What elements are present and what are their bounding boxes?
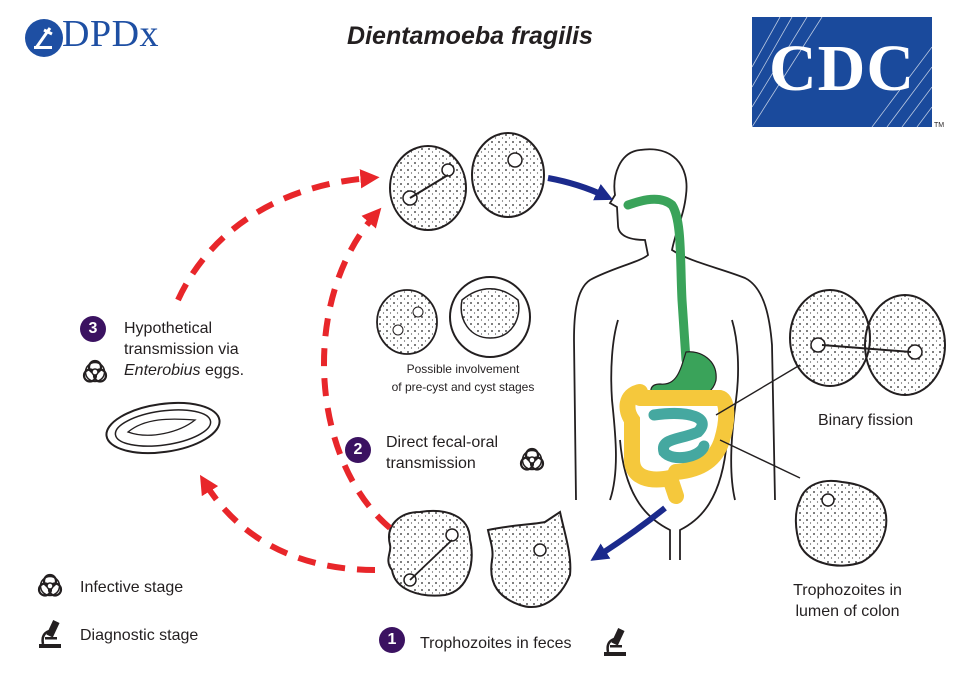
step-3-line1: Hypothetical: [124, 320, 213, 337]
arrow-to-enterobius: [199, 474, 376, 573]
label-trophozoites-lumen-line1: Trophozoites in: [793, 582, 902, 599]
pointer-line-binary: [715, 364, 801, 416]
pointer-line-lumen: [719, 439, 801, 479]
step-2-badge: 2: [345, 437, 371, 463]
cdc-stripes: [752, 17, 932, 127]
legend-infective-stage: Infective stage: [80, 579, 184, 596]
step-3-line3: Enterobius eggs.: [124, 360, 244, 381]
large-intestine: [619, 384, 684, 504]
cyst-top-right: [471, 132, 545, 218]
step-3-line2: transmission via: [124, 341, 239, 358]
cyst-top-left: [389, 145, 467, 231]
dpdx-logo-icon: [25, 19, 63, 57]
label-trophozoites-lumen-line2: lumen of colon: [795, 603, 900, 620]
enterobius-term: Enterobius: [124, 362, 201, 379]
label-possible-involvement: Possible involvement of pre-cyst and cys…: [378, 360, 548, 396]
arrow-passed-in-feces: [590, 505, 667, 561]
label-binary-fission: Binary fission: [818, 412, 914, 429]
legend-diagnostic-stage: Diagnostic stage: [80, 627, 199, 644]
step-3-badge: 3: [80, 316, 106, 342]
enterobius-egg: [105, 401, 221, 455]
binary-fission-organism: [789, 289, 946, 396]
diagram-title: Dientamoeba fragilis: [347, 22, 593, 50]
step-2-line1: Direct fecal-oral: [386, 434, 499, 451]
cdc-logo: CDC: [752, 17, 932, 127]
step-2-line2: transmission: [386, 455, 476, 472]
trophozoite-lumen-organism: [794, 480, 888, 567]
microscope-icon: [602, 626, 628, 658]
step-1-badge: 1: [379, 627, 405, 653]
esophagus: [623, 194, 691, 365]
step-2-label: Direct fecal-oral transmission: [386, 432, 498, 474]
small-intestine: [648, 408, 710, 464]
human-body-outline: [573, 148, 776, 560]
biohazard-icon: [82, 359, 108, 383]
arrow-ingestion: [547, 175, 614, 201]
cdc-logo-text: CDC: [769, 32, 915, 105]
cdc-trademark: TM: [934, 122, 945, 129]
step-3-line3-rest: eggs.: [200, 362, 245, 379]
biohazard-icon: [37, 573, 63, 597]
label-trophozoites-lumen: Trophozoites in lumen of colon: [780, 580, 915, 622]
cyst-middle-right: [449, 276, 531, 358]
biohazard-icon: [519, 447, 545, 471]
step-1-label: Trophozoites in feces: [420, 635, 572, 652]
trophozoite-feces-right: [486, 510, 572, 608]
arrow-direct-fecal-oral: [321, 207, 392, 531]
precyst-middle-left: [376, 289, 438, 355]
dpdx-logo-text: DPDx: [62, 13, 160, 55]
trophozoite-feces-left: [387, 510, 473, 597]
arrow-hypothetical-enterobius: [175, 169, 380, 302]
microscope-icon: [37, 618, 63, 650]
label-possible-line2: of pre-cyst and cyst stages: [391, 380, 535, 394]
digestive-tract: [619, 194, 735, 504]
step-3-label: Hypothetical transmission via Enterobius…: [124, 318, 244, 381]
label-possible-line1: Possible involvement: [406, 362, 520, 376]
